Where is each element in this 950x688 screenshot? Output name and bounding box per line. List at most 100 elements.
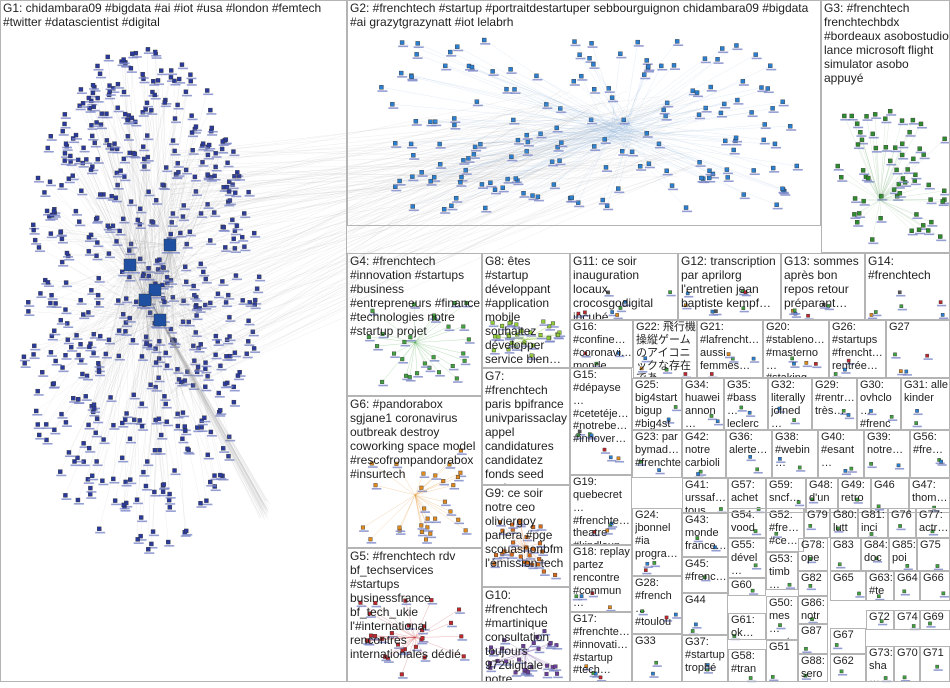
group-box-g51: G51 (766, 640, 798, 682)
group-label-g46: G46 (874, 479, 908, 492)
group-box-g1: G1: chidambara09 #bigdata #ai #iot #usa … (0, 0, 347, 682)
group-label-g43: G43: monde france… (685, 514, 727, 553)
group-label-g20: G20: #stableno… #masterno… #staking… (766, 321, 828, 377)
group-box-g30: G30: ovhclo… #frenc… (857, 378, 901, 430)
group-box-g40: G40: #esant… (818, 430, 864, 478)
group-box-g69: G69 (920, 610, 950, 630)
group-label-g69: G69 (923, 611, 949, 624)
group-box-g65: G65 (830, 571, 866, 601)
group-label-g87: G87 (801, 625, 827, 638)
group-box-g7: G7: #frenchtech paris bpifrance univpari… (482, 368, 570, 485)
group-box-g86: G86: notr… (798, 596, 828, 624)
group-box-g74: G74 (894, 610, 920, 630)
group-label-g5: G5: #frenchtech rdv bf_techservices #sta… (350, 549, 481, 661)
group-label-g32: G32: literally joined… (771, 379, 811, 429)
group-box-g39: G39: notre… (864, 430, 910, 478)
group-box-g13: G13: sommes après bon repos retour prépa… (781, 253, 865, 320)
group-box-g64: G64 (894, 571, 920, 601)
group-box-g15: G15: #dépayse… #cetetéje… #notrebe… #inn… (570, 368, 632, 475)
group-box-g19: G19: quebecret… #frenchte… theatre #kind… (570, 475, 632, 545)
group-label-g15: G15: #dépayse… #cetetéje… #notrebe… #inn… (573, 369, 631, 446)
group-label-g22: G22: 飛行機操縦ゲームのアイコニックな存在であ… (636, 321, 696, 377)
group-box-g44: G44 (682, 593, 728, 635)
group-label-g71: G71 (923, 647, 949, 660)
group-box-g20: G20: #stableno… #masterno… #staking… (763, 320, 829, 378)
group-label-g37: G37: #startup trophé… (685, 636, 727, 681)
group-label-g51: G51 (769, 641, 797, 654)
group-box-g67: G67 (830, 628, 866, 654)
group-label-g62: G62 (833, 655, 865, 668)
group-box-g42: G42: notre carbioli… (682, 430, 726, 478)
group-box-g41: G41: urssaf… tous… (682, 478, 728, 513)
group-label-g11: G11: ce soir inauguration locaux crocosg… (573, 254, 677, 319)
group-label-g85: G85: poi… (892, 539, 916, 570)
group-label-g54: G54: vood… (731, 509, 765, 537)
group-label-g63: G63: #te… (869, 572, 893, 600)
group-label-g9: G9: ce soir notre ceo oliviergoy parlera… (485, 486, 569, 570)
group-box-g76: G76 (888, 508, 916, 538)
group-label-g16: G16: #confine… #coronavi… monde #teletra… (573, 321, 632, 367)
group-box-g11: G11: ce soir inauguration locaux crocosg… (570, 253, 678, 320)
group-box-g75: G75 (917, 538, 950, 571)
group-box-g62: G62 (830, 654, 866, 682)
group-label-g74: G74 (897, 611, 919, 624)
group-label-g41: G41: urssaf… tous… (685, 479, 727, 512)
group-label-g50: G50: mes… sout… (769, 597, 797, 639)
group-box-g12: G12: transcription par aprilorg l'entret… (678, 253, 781, 320)
group-label-g1: G1: chidambara09 #bigdata #ai #iot #usa … (3, 1, 346, 29)
group-box-g79: G79 (804, 508, 830, 538)
group-box-g28: G28: #french… #toulou… #startu… (632, 576, 682, 634)
group-label-g45: G45: #frenc… (685, 558, 727, 584)
group-label-g40: G40: #esant… (821, 431, 863, 470)
group-label-g65: G65 (833, 572, 865, 585)
group-label-g18: G18: replay partez rencontre #commun… (573, 546, 631, 610)
group-label-g31: G31: alle kinder (904, 379, 949, 405)
group-box-g80: G80: lutt… (830, 508, 858, 538)
group-box-g59: G59: sncf… (766, 478, 806, 513)
group-label-g72: G72 (869, 611, 893, 624)
group-box-g27: G27 (886, 320, 950, 378)
group-box-g22: G22: 飛行機操縦ゲームのアイコニックな存在であ… (633, 320, 697, 378)
group-box-g61: G61: ok… (728, 613, 766, 640)
group-label-g26: G26: #startups #frencht… rentrée… (832, 321, 885, 372)
group-label-g38: G38: #webin… (775, 431, 817, 470)
group-box-g25: G25: big4start bigup #big4st… (632, 378, 682, 430)
group-box-g21: G21: #lafrencht… aussi femmes… (697, 320, 763, 378)
group-label-g7: G7: #frenchtech paris bpifrance univpari… (485, 369, 569, 484)
group-label-g66: G66 (923, 572, 949, 585)
group-box-g5: G5: #frenchtech rdv bf_techservices #sta… (347, 548, 482, 682)
group-box-g88: G88: sero… (798, 654, 828, 682)
group-box-g53: G53: timb… célé… (766, 552, 798, 590)
group-label-g3: G3: #frenchtech frenchtechbdx #bordeaux … (824, 1, 949, 85)
group-label-g79: G79 (807, 509, 829, 522)
group-box-g72: G72 (866, 610, 894, 630)
group-label-g47: G47: thom… (912, 479, 949, 505)
group-label-g77: G77: actr… (919, 509, 949, 535)
group-box-g2: G2: #frenchtech #startup #portraitdestar… (347, 0, 821, 226)
group-label-g70: G70 (897, 647, 919, 660)
group-box-g58: G58: #tran… (728, 649, 766, 682)
group-box-g73: G73: sha… (866, 646, 894, 682)
group-box-g45: G45: #frenc… (682, 557, 728, 593)
group-box-g87: G87 (798, 624, 828, 654)
group-label-g6: G6: #pandorabox sgjane1 coronavirus outb… (350, 397, 481, 481)
group-box-g63: G63: #te… (866, 571, 894, 601)
group-label-g82: G82 (801, 572, 827, 585)
group-label-g56: G56: #fre… (913, 431, 949, 457)
group-box-g36: G36: alerte… (726, 430, 772, 478)
group-label-g81: G81: inci… (861, 509, 887, 537)
group-box-g35: G35: #bass… leclerc… (724, 378, 768, 430)
group-label-g64: G64 (897, 572, 919, 585)
group-label-g17: G17: #frenchte… #innovati… #startup #tec… (573, 613, 631, 677)
group-label-g86: G86: notr… (801, 597, 827, 623)
group-box-g70: G70 (894, 646, 920, 682)
group-label-g10: G10: #frenchtech #martinique consultatio… (485, 588, 569, 681)
group-label-g57: G57: achet… (731, 479, 765, 512)
group-box-g57: G57: achet… (728, 478, 766, 513)
group-label-g84: G84: doc… (864, 539, 888, 570)
group-label-g88: G88: sero… (801, 655, 827, 681)
group-label-g35: G35: #bass… leclerc… (727, 379, 767, 429)
group-box-g8: G8: êtes #startup développant #applicati… (482, 253, 570, 368)
group-label-g80: G80: lutt… (833, 509, 857, 537)
